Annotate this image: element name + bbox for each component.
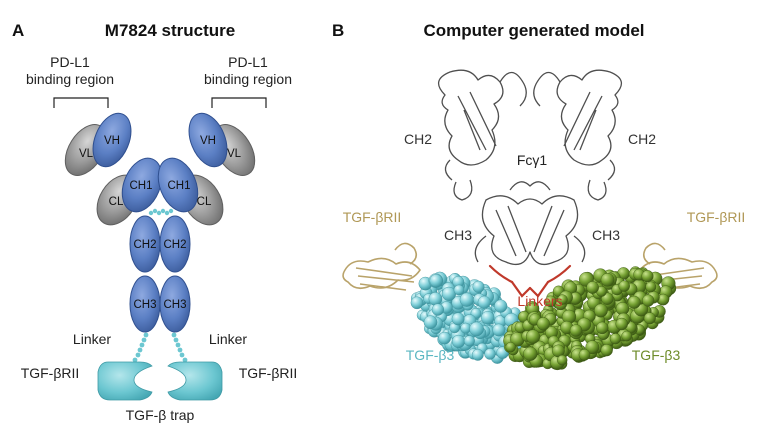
- label-cl-left: CL: [109, 196, 124, 208]
- atom-sphere: [544, 295, 557, 308]
- label-cl-right: CL: [197, 196, 212, 208]
- label-ch2-left: CH2: [133, 239, 156, 251]
- binding-region-right-line2: binding region: [204, 71, 292, 87]
- atom-sphere: [641, 270, 654, 283]
- tgf-b3-label-right: TGF-β3: [632, 347, 681, 363]
- ch1-domain-right: [157, 157, 199, 213]
- atom-sphere: [600, 344, 613, 357]
- atom-sphere: [618, 280, 630, 292]
- atom-sphere: [484, 348, 496, 360]
- label-vh-left: VH: [104, 135, 120, 147]
- tgf-rii-domain-left: [97, 361, 153, 401]
- atom-sphere: [569, 324, 583, 337]
- atom-sphere: [463, 335, 475, 347]
- atom-sphere: [585, 340, 600, 355]
- atom-sphere: [471, 348, 484, 361]
- atom-sphere: [460, 322, 472, 334]
- atom-sphere: [481, 311, 495, 325]
- atom-sphere: [451, 312, 465, 326]
- label-vl-right: VL: [227, 148, 242, 160]
- tgf-b3-label-left: TGF-β3: [406, 347, 455, 363]
- panel-b-title: Computer generated model: [423, 21, 644, 40]
- atom-sphere: [594, 303, 608, 318]
- vh-domain-right: [188, 112, 228, 168]
- linker-lines: [488, 264, 572, 298]
- binding-bracket-right: [211, 97, 267, 108]
- tgf-rii-label-right-b: TGF-βRII: [687, 209, 746, 225]
- atom-sphere: [578, 348, 591, 361]
- atom-sphere: [428, 292, 443, 306]
- tgf-rii-label-left-b: TGF-βRII: [343, 209, 402, 225]
- label-ch2-right: CH2: [163, 239, 186, 251]
- label-ch1-left: CH1: [129, 180, 152, 192]
- panel-b-letter: B: [332, 21, 344, 40]
- atom-sphere: [451, 334, 466, 349]
- atom-sphere: [505, 342, 516, 353]
- atom-sphere: [642, 294, 655, 307]
- atom-sphere: [586, 281, 599, 294]
- linker-label-right: Linker: [209, 331, 247, 347]
- atom-sphere: [525, 329, 541, 344]
- hinge-disulfide: [148, 208, 174, 216]
- panel-a: A M7824 structure PD-L1 binding region P…: [12, 21, 297, 423]
- atom-sphere: [423, 315, 438, 330]
- vh-domain-left: [92, 112, 132, 168]
- tgf-rii-label-right: TGF-βRII: [239, 365, 298, 381]
- linker-label-left: Linker: [73, 331, 111, 347]
- atom-sphere: [453, 284, 465, 296]
- ch2-domain-right: [159, 215, 191, 273]
- fc-ch3-label-left: CH3: [444, 227, 472, 243]
- atom-sphere: [596, 321, 609, 335]
- atom-sphere: [609, 333, 622, 345]
- binding-region-right-line1: PD-L1: [228, 54, 268, 70]
- tgf-rii-ribbon-left: [342, 242, 421, 291]
- binding-region-left-line2: binding region: [26, 71, 114, 87]
- atom-sphere: [438, 331, 451, 345]
- label-ch3-left: CH3: [133, 299, 156, 311]
- ch3-domain-right: [159, 275, 191, 333]
- atom-sphere: [627, 295, 641, 309]
- label-ch3-right: CH3: [163, 299, 186, 311]
- atom-sphere: [472, 280, 485, 293]
- atom-sphere: [410, 296, 424, 310]
- tgf-rii-domain-right: [167, 361, 223, 401]
- atom-sphere: [621, 330, 633, 342]
- atom-sphere: [431, 303, 445, 316]
- label-vh-right: VH: [200, 135, 216, 147]
- linker-chains: [132, 332, 188, 363]
- binding-region-left-line1: PD-L1: [50, 54, 90, 70]
- atom-sphere: [536, 317, 550, 331]
- atom-sphere: [643, 312, 656, 325]
- fc-ch2-label-right: CH2: [628, 131, 656, 147]
- panel-b: B Computer generated model CH2 CH2 Fcγ1 …: [332, 21, 746, 371]
- tgf-b3-sphere-green: [503, 266, 677, 371]
- ch1-domain-left: [121, 157, 163, 213]
- atom-sphere: [557, 294, 568, 305]
- atom-sphere: [469, 321, 484, 337]
- atom-sphere: [492, 323, 506, 337]
- linkers-label: Linkers: [517, 293, 562, 309]
- atom-sphere: [494, 299, 508, 313]
- fc-ribbon: [438, 69, 622, 266]
- fc-ch3-label-right: CH3: [592, 227, 620, 243]
- binding-bracket-left: [53, 97, 109, 108]
- atom-sphere: [441, 286, 457, 302]
- panel-a-title: M7824 structure: [105, 21, 235, 40]
- tgf-trap-label: TGF-β trap: [126, 407, 195, 423]
- label-ch1-right: CH1: [167, 180, 190, 192]
- fc-gamma1-label: Fcγ1: [517, 152, 548, 168]
- atom-sphere: [615, 317, 628, 331]
- atom-sphere: [600, 272, 615, 287]
- atom-sphere: [557, 354, 568, 366]
- atom-sphere: [645, 281, 657, 293]
- atom-sphere: [523, 346, 538, 361]
- panel-a-letter: A: [12, 21, 24, 40]
- fc-ch2-label-left: CH2: [404, 131, 432, 147]
- atom-sphere: [477, 295, 491, 309]
- tgf-rii-label-left: TGF-βRII: [21, 365, 80, 381]
- label-vl-left: VL: [79, 148, 94, 160]
- atom-sphere: [429, 274, 443, 288]
